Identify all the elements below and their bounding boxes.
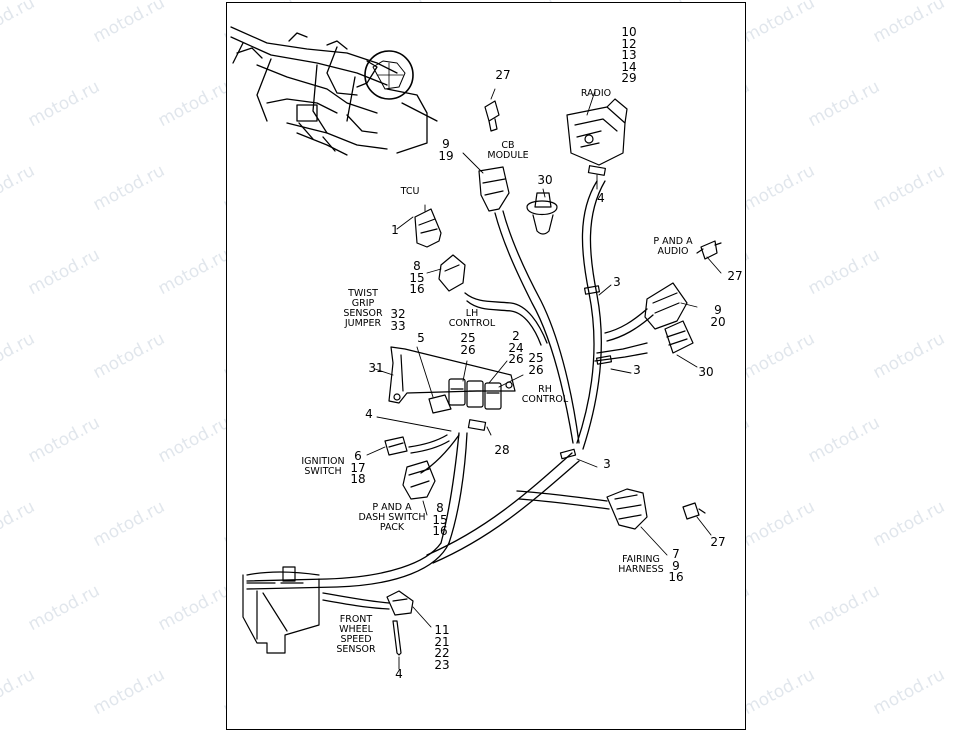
watermark-text: motod.ru (869, 664, 949, 720)
callout-27-fairing: 27 (710, 535, 726, 549)
label-tcu: TCU (400, 186, 420, 197)
label-fairing-harness: FAIRING HARNESS (618, 554, 664, 575)
watermark-text: motod.ru (804, 412, 884, 468)
watermark-text: motod.ru (24, 76, 104, 132)
watermark-text: motod.ru (154, 412, 234, 468)
label-p-and-a-audio: P AND A AUDIO (653, 236, 693, 257)
label-cb-module: CB MODULE (487, 140, 529, 161)
callout-8-15-16-dash: 8 15 16 (432, 501, 448, 539)
watermark-text: motod.ru (89, 160, 169, 216)
watermark-text: motod.ru (869, 328, 949, 384)
callout-2-24-26: 2 24 26 (508, 329, 524, 367)
watermark-text: motod.ru (804, 580, 884, 636)
callout-6-17-18: 6 17 18 (350, 449, 366, 487)
callout-28: 28 (494, 443, 510, 457)
label-twist-grip-sensor-jumper: TWIST GRIP SENSOR JUMPER (343, 288, 383, 329)
callout-32-33: 32 33 (390, 307, 406, 333)
label-lh-control: LH CONTROL (448, 308, 496, 329)
diagram-frame: 27 10 12 13 14 29 RADIO 9 19 CB MODULE 3… (226, 2, 746, 730)
watermark-text: motod.ru (739, 664, 819, 720)
label-p-and-a-dash-switch-pack: P AND A DASH SWITCH PACK (358, 502, 426, 533)
callout-5: 5 (417, 331, 425, 345)
callout-3-upper: 3 (613, 275, 621, 289)
label-ignition-switch: IGNITION SWITCH (301, 456, 345, 477)
callout-8-15-16: 8 15 16 (409, 259, 425, 297)
callout-30-top: 30 (537, 173, 553, 187)
watermark-text: motod.ru (0, 664, 39, 720)
callout-radio-parts: 10 12 13 14 29 (621, 25, 637, 86)
harness-bundles (246, 165, 654, 610)
wiring-diagram (230, 26, 722, 670)
callout-25-26-lh: 25 26 (460, 331, 476, 357)
watermark-text: motod.ru (24, 412, 104, 468)
watermark-text: motod.ru (0, 496, 39, 552)
components (242, 98, 722, 656)
watermark-text: motod.ru (89, 328, 169, 384)
watermark-text: motod.ru (869, 0, 949, 48)
motorcycle-thumbnail (230, 26, 438, 156)
watermark-text: motod.ru (869, 160, 949, 216)
label-radio: RADIO (580, 88, 612, 99)
callout-9-20: 9 20 (710, 303, 726, 329)
watermark-text: motod.ru (739, 496, 819, 552)
watermark-text: motod.ru (0, 160, 39, 216)
callout-30-right: 30 (698, 365, 714, 379)
label-rh-control: RH CONTROL (521, 384, 569, 405)
watermark-text: motod.ru (0, 0, 39, 48)
callout-3-lower: 3 (603, 457, 611, 471)
callout-3-mid: 3 (633, 363, 641, 377)
callout-25-26-rh: 25 26 (528, 351, 544, 377)
watermark-text: motod.ru (89, 496, 169, 552)
callout-31: 31 (368, 361, 384, 375)
watermark-text: motod.ru (739, 160, 819, 216)
callout-cb-parts: 9 19 (438, 137, 454, 163)
callout-1: 1 (391, 223, 399, 237)
callout-7-9-16: 7 9 16 (668, 547, 684, 585)
watermark-text: motod.ru (24, 580, 104, 636)
callout-4-bottom: 4 (395, 667, 403, 681)
callout-4-radio: 4 (597, 191, 605, 205)
watermark-text: motod.ru (154, 244, 234, 300)
watermark-text: motod.ru (89, 664, 169, 720)
watermark-text: motod.ru (0, 328, 39, 384)
label-front-wheel-speed-sensor: FRONT WHEEL SPEED SENSOR (336, 614, 376, 655)
watermark-text: motod.ru (24, 244, 104, 300)
callout-4-left: 4 (365, 407, 373, 421)
watermark-text: motod.ru (739, 328, 819, 384)
watermark-text: motod.ru (869, 496, 949, 552)
watermark-text: motod.ru (739, 0, 819, 48)
leader-lines (366, 88, 722, 670)
watermark-text: motod.ru (89, 0, 169, 48)
watermark-text: motod.ru (804, 244, 884, 300)
watermark-text: motod.ru (154, 76, 234, 132)
callout-27-audio: 27 (727, 269, 743, 283)
watermark-text: motod.ru (804, 76, 884, 132)
watermark-text: motod.ru (154, 580, 234, 636)
callout-11-21-22-23: 11 21 22 23 (434, 623, 450, 672)
callout-27-top: 27 (495, 68, 511, 82)
